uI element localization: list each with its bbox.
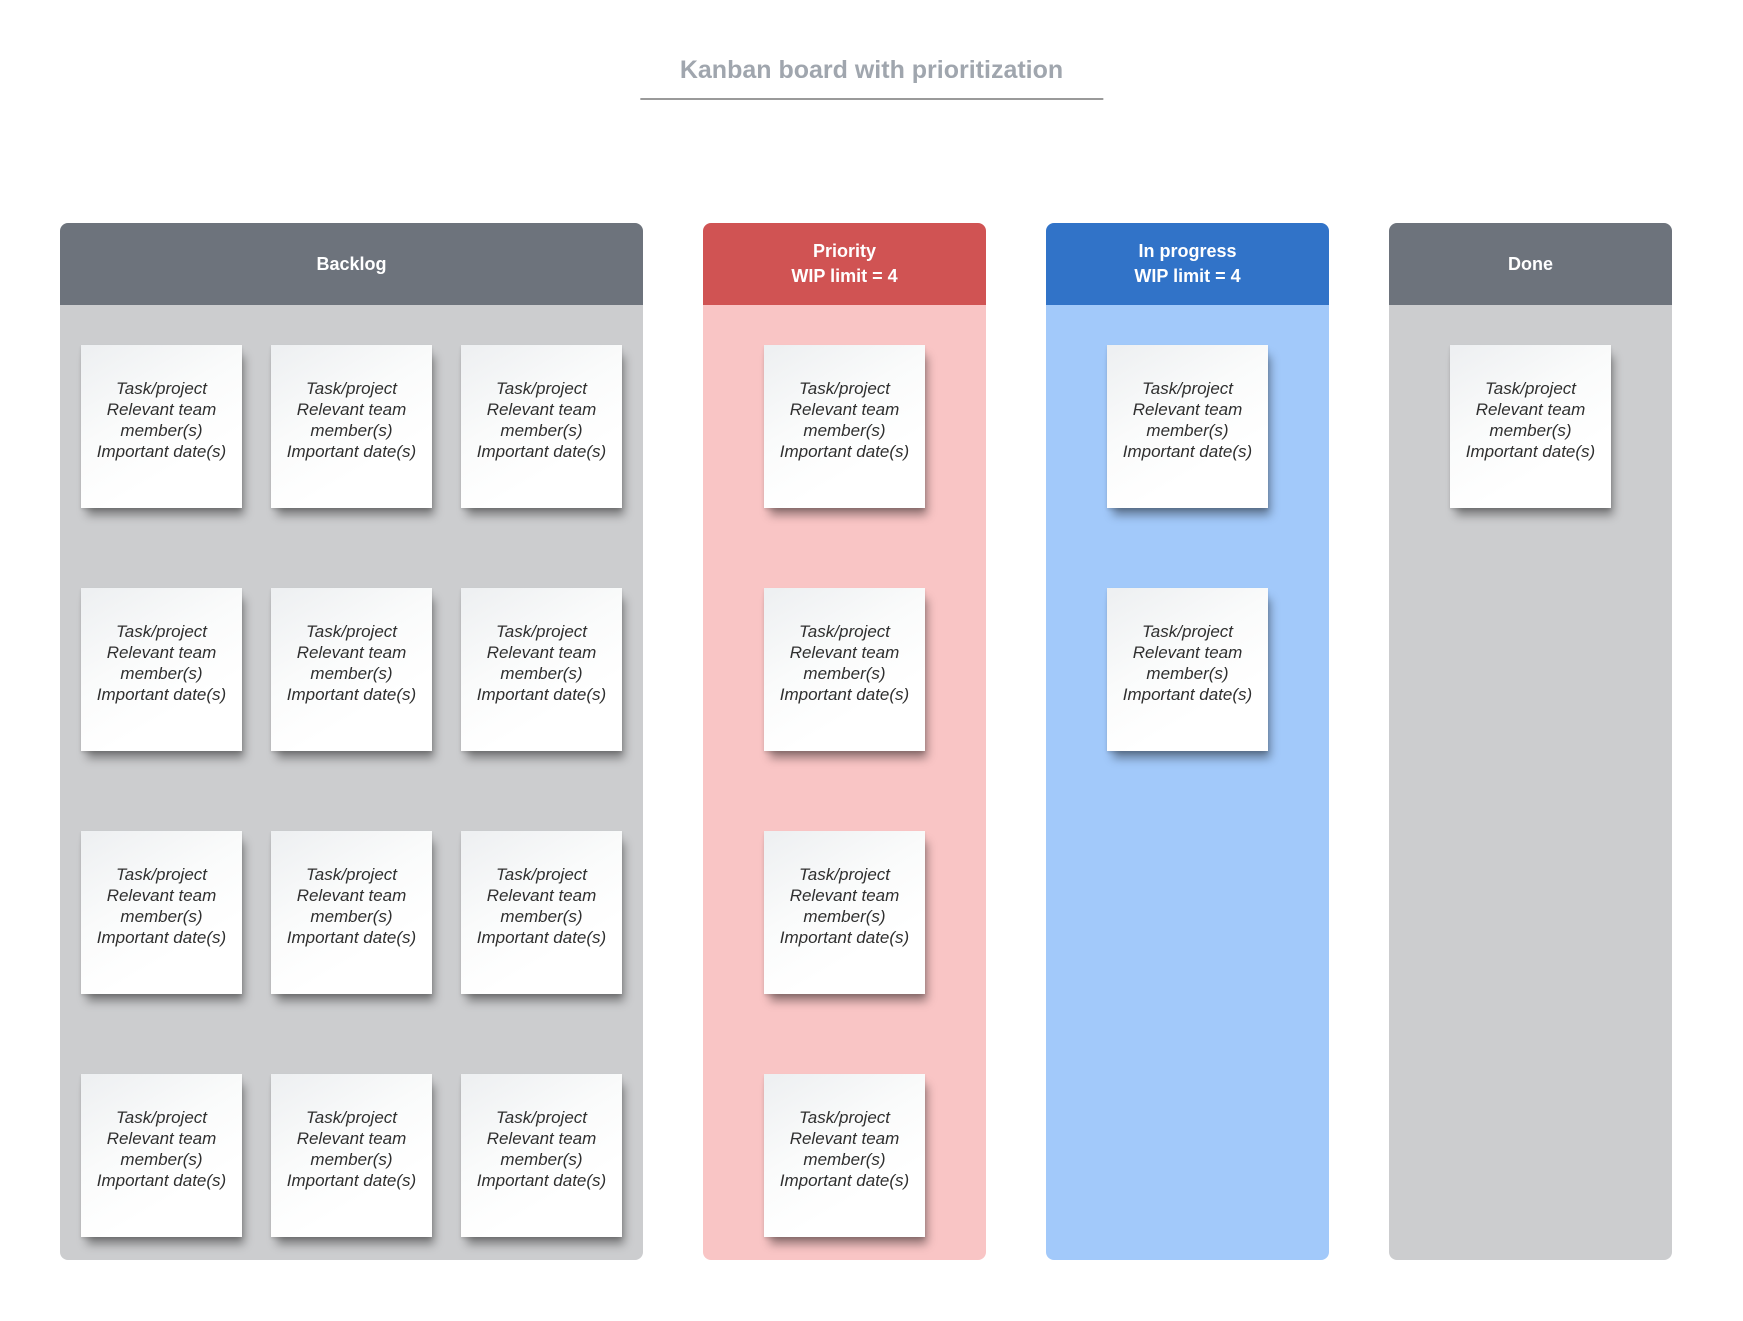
card-text-line: Important date(s) xyxy=(286,684,417,704)
card-text-line: Relevant team member(s) xyxy=(106,885,217,926)
card-text-line: Task/project xyxy=(305,864,398,884)
card-text-line: Important date(s) xyxy=(779,441,910,461)
card-text-line: Important date(s) xyxy=(1122,684,1253,704)
card-text-line: Task/project xyxy=(798,864,891,884)
card-text-line: Task/project xyxy=(1484,378,1577,398)
card-text-line: Relevant team member(s) xyxy=(789,1128,900,1169)
column-header-label: Done xyxy=(1508,253,1553,274)
card-text-line: Task/project xyxy=(495,378,588,398)
card-text-line: Relevant team member(s) xyxy=(486,399,597,440)
column-header-label: Backlog xyxy=(316,253,387,274)
page-title: Kanban board with prioritization xyxy=(639,56,1104,100)
card-text-line: Important date(s) xyxy=(286,1170,417,1190)
card-text-line: Important date(s) xyxy=(476,1170,607,1190)
card-text-line: Important date(s) xyxy=(1465,441,1596,461)
column-header-label: WIP limit = 4 xyxy=(1134,266,1241,286)
column-header-label: In progress xyxy=(1138,241,1237,261)
card-text-line: Task/project xyxy=(305,1107,398,1127)
card-text-line: Relevant team member(s) xyxy=(789,885,900,926)
column-header-label: Priority xyxy=(812,241,877,261)
card-text-line: Important date(s) xyxy=(286,927,417,947)
card-text-line: Important date(s) xyxy=(476,927,607,947)
card-text-line: Task/project xyxy=(495,1107,588,1127)
card-text-line: Important date(s) xyxy=(476,684,607,704)
card-text-line: Task/project xyxy=(495,864,588,884)
card-text-line: Relevant team member(s) xyxy=(296,399,407,440)
card-text-line: Important date(s) xyxy=(96,927,227,947)
card-text-line: Task/project xyxy=(798,1107,891,1127)
card-text-line: Important date(s) xyxy=(476,441,607,461)
card-text-line: Important date(s) xyxy=(96,441,227,461)
card-text-line: Relevant team member(s) xyxy=(1132,642,1243,683)
card-text-line: Relevant team member(s) xyxy=(1132,399,1243,440)
card-text-line: Task/project xyxy=(305,378,398,398)
card-text-line: Task/project xyxy=(115,1107,208,1127)
card-text-line: Relevant team member(s) xyxy=(106,642,217,683)
card-text-line: Task/project xyxy=(305,621,398,641)
card-text-line: Task/project xyxy=(115,621,208,641)
column-header-done: Done xyxy=(1389,223,1672,305)
card-text-line: Task/project xyxy=(115,378,208,398)
card-text-line: Important date(s) xyxy=(96,1170,227,1190)
column-header-backlog: Backlog xyxy=(60,223,643,305)
card-text-line: Task/project xyxy=(495,621,588,641)
card-text-line: Important date(s) xyxy=(1122,441,1253,461)
card-text-line: Relevant team member(s) xyxy=(106,1128,217,1169)
card-text-line: Relevant team member(s) xyxy=(1475,399,1586,440)
card-text-line: Relevant team member(s) xyxy=(789,642,900,683)
card-text-line: Important date(s) xyxy=(779,684,910,704)
card-text-line: Relevant team member(s) xyxy=(296,885,407,926)
card-text-line: Important date(s) xyxy=(286,441,417,461)
column-header-label: WIP limit = 4 xyxy=(791,266,898,286)
card-text-line: Relevant team member(s) xyxy=(486,1128,597,1169)
card-text-line: Important date(s) xyxy=(96,684,227,704)
card-text-line: Relevant team member(s) xyxy=(106,399,217,440)
card-text-line: Important date(s) xyxy=(779,927,910,947)
card-text-line: Relevant team member(s) xyxy=(486,885,597,926)
card-text-line: Relevant team member(s) xyxy=(486,642,597,683)
card-text-line: Task/project xyxy=(798,621,891,641)
card-text-line: Task/project xyxy=(1141,378,1234,398)
card-text-line: Relevant team member(s) xyxy=(296,1128,407,1169)
card-text-line: Relevant team member(s) xyxy=(789,399,900,440)
card-text-line: Relevant team member(s) xyxy=(296,642,407,683)
card-text-line: Important date(s) xyxy=(779,1170,910,1190)
card-text-line: Task/project xyxy=(798,378,891,398)
card-text-line: Task/project xyxy=(115,864,208,884)
card-text-line: Task/project xyxy=(1141,621,1234,641)
